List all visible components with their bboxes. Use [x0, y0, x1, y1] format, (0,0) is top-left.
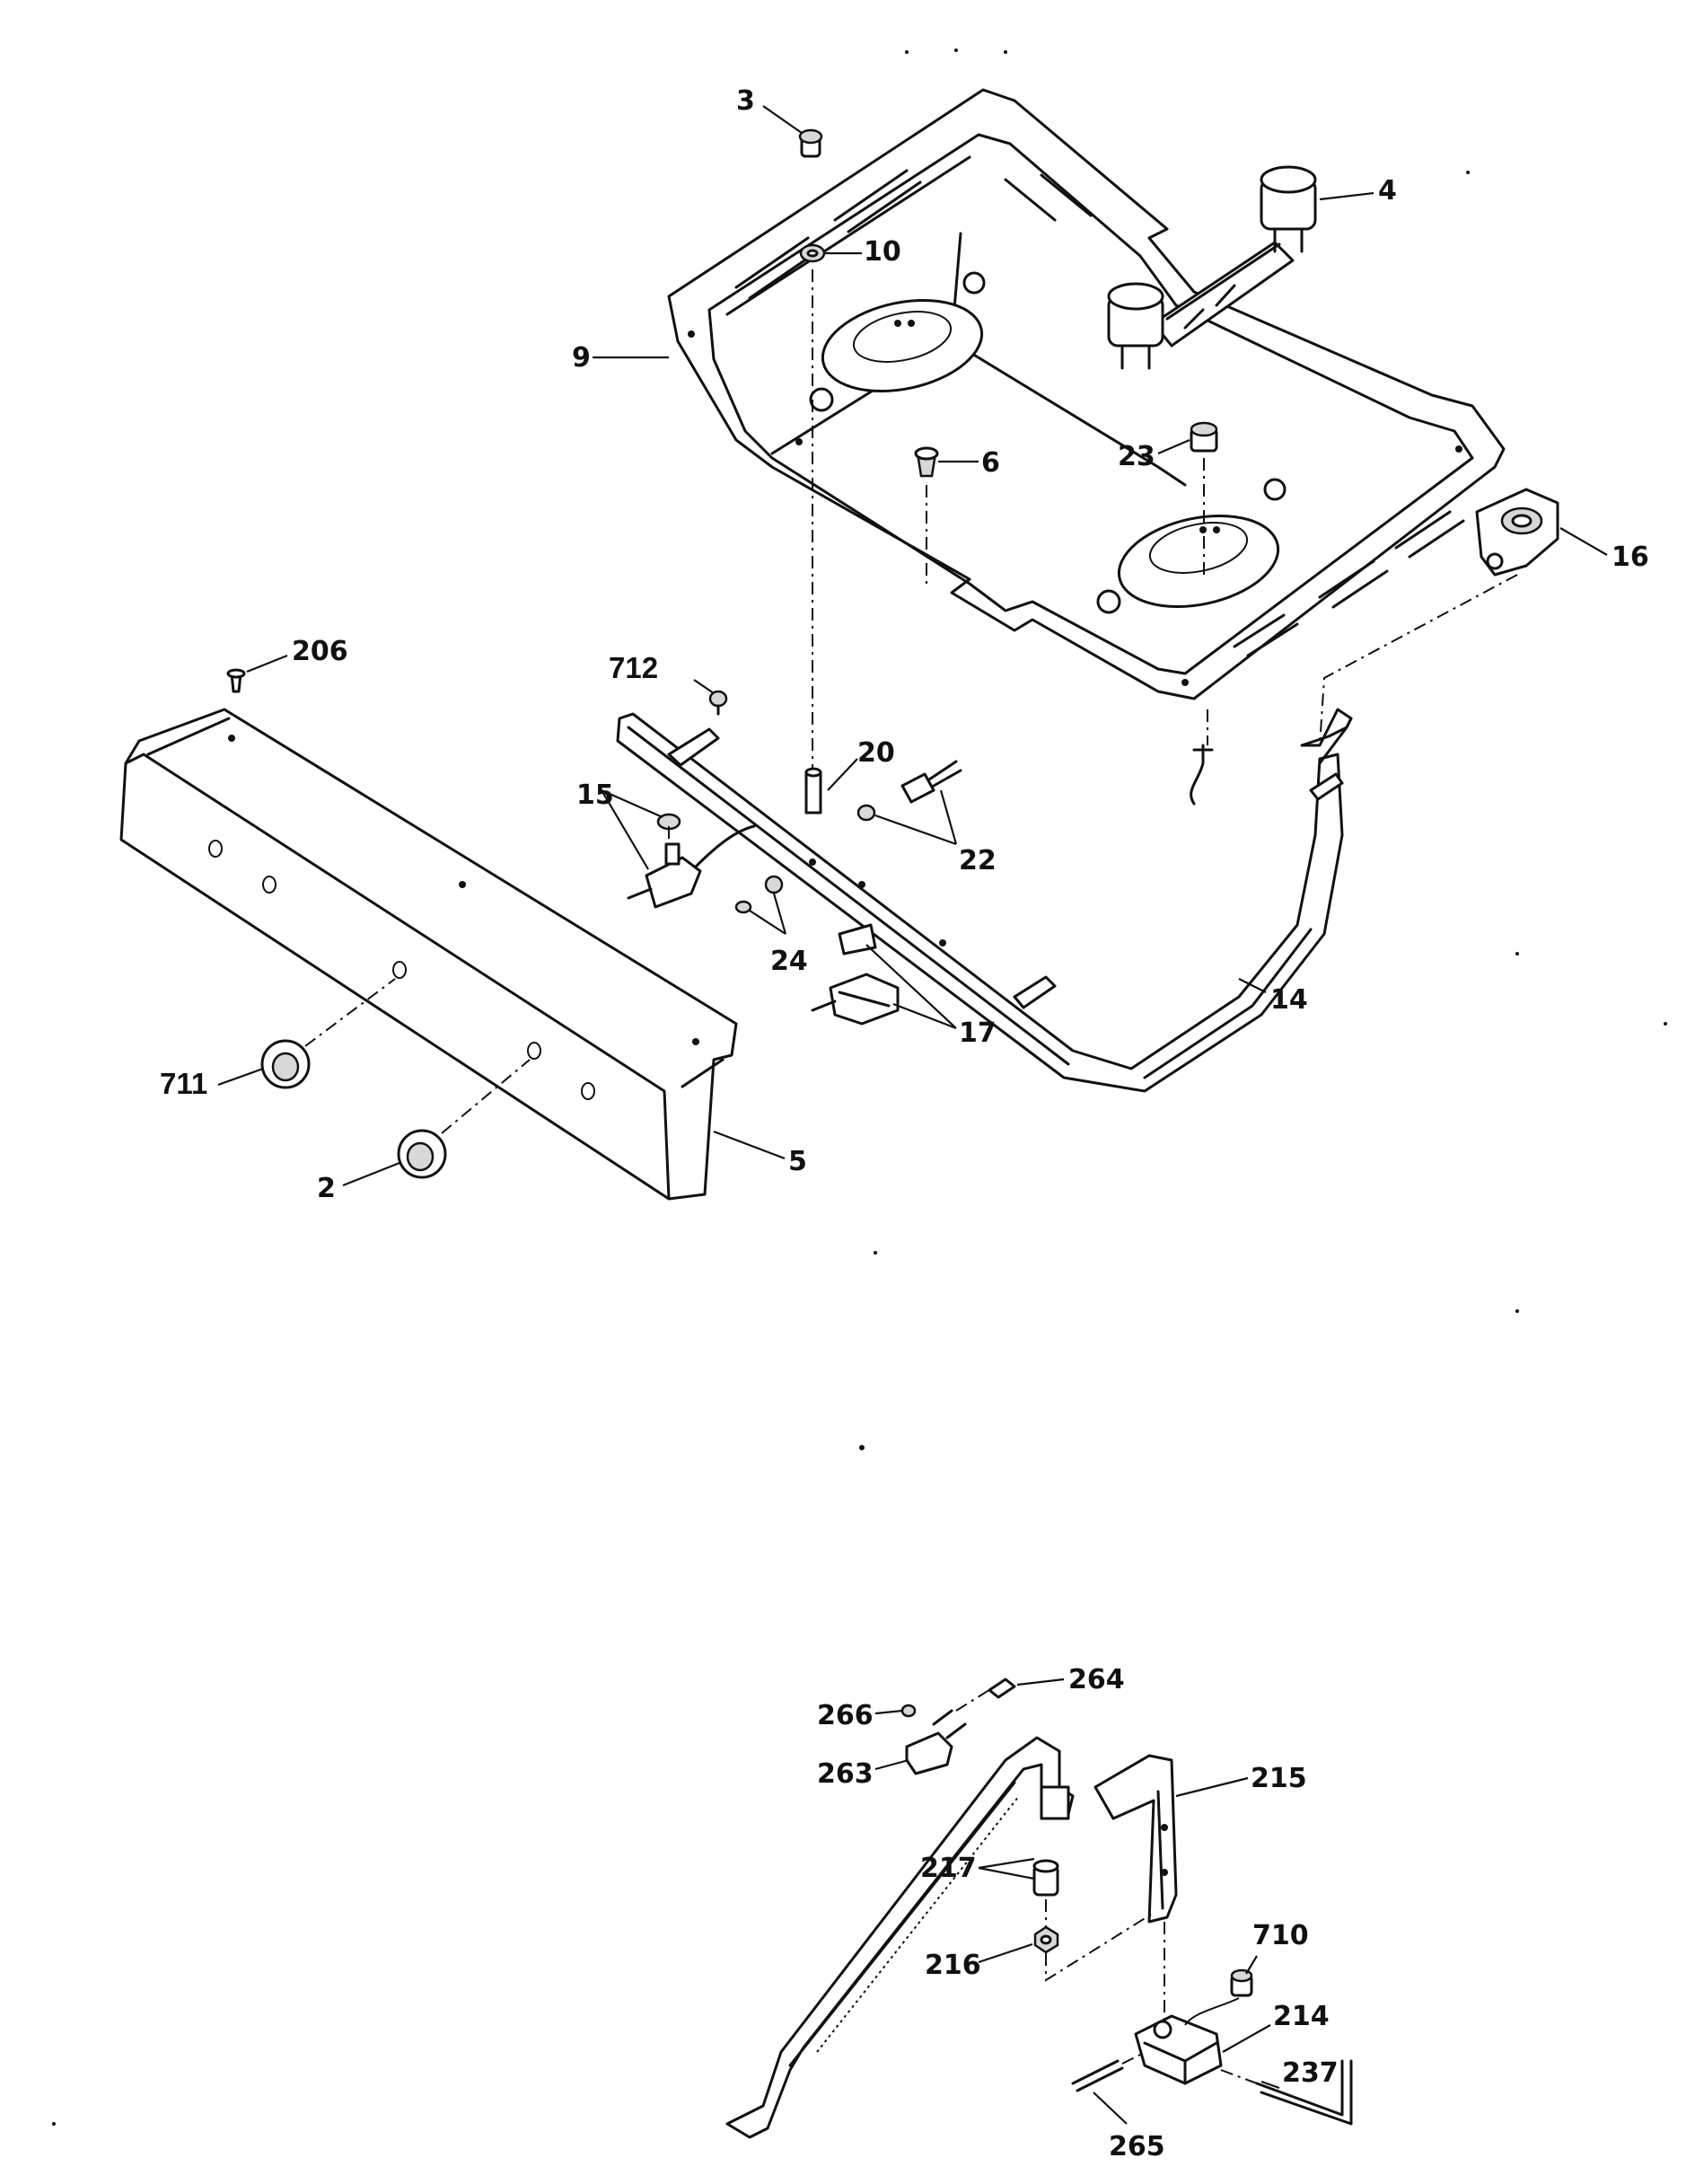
callout-266: 266	[817, 1700, 874, 1731]
callout-711: 711	[160, 1067, 207, 1100]
callout-14: 14	[1270, 984, 1308, 1016]
nut-part-24	[734, 875, 784, 914]
nut-part-216	[1033, 1925, 1059, 1954]
fitting-part-22	[856, 760, 962, 822]
rod-part-265	[1071, 2054, 1141, 2092]
pilot-part-263	[905, 1709, 967, 1775]
callout-2: 2	[317, 1173, 336, 1204]
callout-3: 3	[736, 85, 755, 117]
callout-20: 20	[857, 737, 895, 769]
screw-part-266	[900, 1704, 917, 1718]
callout-4: 4	[1378, 175, 1397, 207]
cap-part-710	[1184, 1968, 1253, 2026]
callout-labels: 3 4 10 9 6 23 16 206 712 20 15 22 24 17 …	[160, 85, 1649, 2162]
callout-9: 9	[572, 342, 591, 374]
orifice-part-6	[914, 446, 939, 478]
callout-6: 6	[981, 447, 1000, 479]
burner-box-tray	[667, 88, 1506, 700]
tube-part-20	[804, 767, 822, 815]
callout-22: 22	[959, 845, 997, 876]
callout-214: 214	[1273, 2001, 1330, 2032]
callout-10: 10	[864, 236, 901, 268]
sleeve-part-217	[1032, 1859, 1059, 1897]
screw-part-206	[226, 668, 246, 693]
knob-part-711	[260, 1039, 311, 1089]
callout-265: 265	[1109, 2131, 1165, 2162]
callout-263: 263	[817, 1758, 874, 1790]
oven-burner-tube	[725, 1736, 1075, 2139]
callout-24: 24	[770, 946, 808, 977]
callout-16: 16	[1612, 542, 1649, 573]
top-burner-igniters	[1107, 165, 1317, 370]
tube-part-237	[1220, 2059, 1353, 2126]
callout-217: 217	[920, 1853, 977, 1884]
callout-216: 216	[925, 1950, 981, 1981]
burner-bracket-part-16	[1475, 488, 1559, 577]
manifold-panel-part-5	[119, 708, 738, 1201]
callout-264: 264	[1068, 1664, 1125, 1695]
washer-part-10	[799, 243, 826, 263]
screw-part-712	[708, 690, 728, 716]
valve-part-15	[627, 813, 756, 909]
callout-712: 712	[609, 651, 658, 684]
callout-23: 23	[1118, 441, 1155, 472]
thermocouple-part-264	[955, 1678, 1016, 1712]
manifold-pipe-part-14	[616, 708, 1353, 1093]
spacer-part-23	[1190, 421, 1218, 453]
callout-710: 710	[1252, 1920, 1309, 1951]
callout-206: 206	[292, 636, 348, 667]
scan-specks	[52, 48, 1667, 2126]
valve-part-17	[811, 973, 900, 1026]
screw-under-tray	[1190, 744, 1214, 806]
callout-5: 5	[788, 1146, 807, 1177]
bracket-part-215	[1093, 1754, 1178, 1924]
leader-lines	[217, 105, 1608, 2125]
callout-17: 17	[959, 1017, 997, 1049]
callout-237: 237	[1282, 2057, 1339, 2089]
callout-15: 15	[576, 779, 614, 811]
knob-part-2	[397, 1129, 447, 1179]
screw-part-3	[798, 128, 823, 158]
callout-215: 215	[1251, 1763, 1307, 1794]
thermostat-part-214	[1134, 2014, 1223, 2085]
